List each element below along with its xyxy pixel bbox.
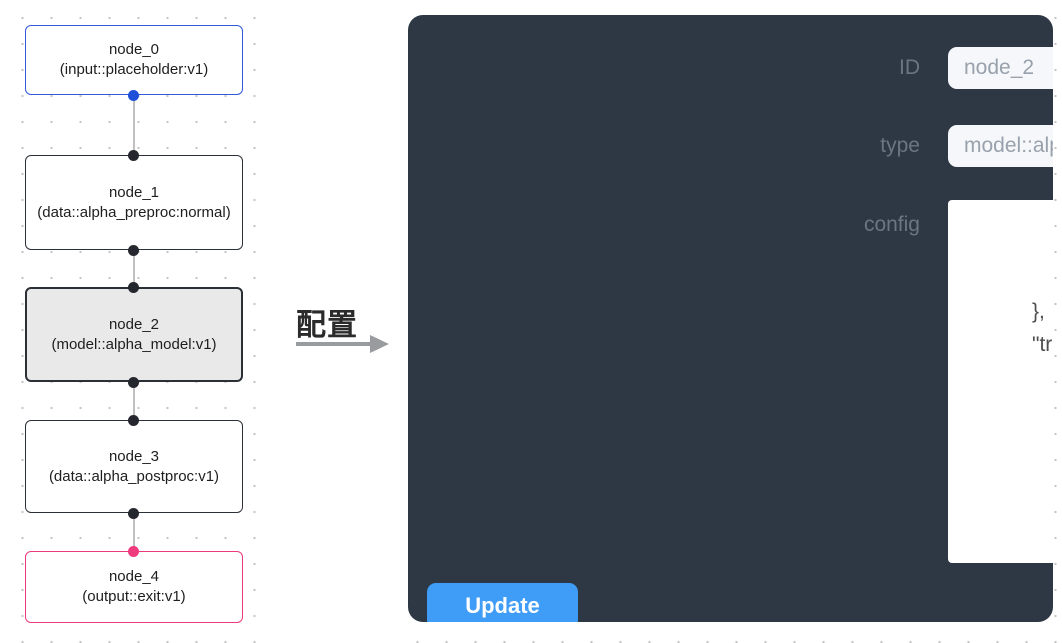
node-title: node_2 bbox=[108, 315, 160, 333]
id-input[interactable] bbox=[948, 47, 1053, 89]
node-port[interactable] bbox=[128, 377, 139, 388]
type-input[interactable] bbox=[948, 125, 1053, 167]
graph-node-model-selected[interactable]: node_2 (model::alpha_model:v1) bbox=[25, 287, 243, 382]
node-port[interactable] bbox=[128, 546, 139, 557]
graph-node-output[interactable]: node_4 (output::exit:v1) bbox=[25, 551, 243, 623]
edge-connector bbox=[133, 382, 135, 420]
node-subtitle: (input::placeholder:v1) bbox=[59, 61, 209, 78]
node-subtitle: (model::alpha_model:v1) bbox=[51, 335, 217, 353]
node-port[interactable] bbox=[128, 90, 139, 101]
node-title: node_4 bbox=[108, 568, 160, 585]
node-port[interactable] bbox=[128, 150, 139, 161]
configure-label: 配置 bbox=[296, 309, 358, 342]
node-subtitle: (data::alpha_postproc:v1) bbox=[48, 467, 220, 485]
edge-connector bbox=[133, 95, 135, 155]
graph-node-input[interactable]: node_0 (input::placeholder:v1) bbox=[25, 25, 243, 95]
node-port[interactable] bbox=[128, 508, 139, 519]
node-subtitle: (data::alpha_preproc:normal) bbox=[37, 203, 231, 221]
graph-node-preproc[interactable]: node_1 (data::alpha_preproc:normal) bbox=[25, 155, 243, 250]
node-port[interactable] bbox=[128, 282, 139, 293]
node-port[interactable] bbox=[128, 415, 139, 426]
graph-node-postproc[interactable]: node_3 (data::alpha_postproc:v1) bbox=[25, 420, 243, 513]
node-port[interactable] bbox=[128, 245, 139, 256]
node-title: node_1 bbox=[108, 183, 160, 201]
node-config-panel: ID type config "raw_action", "pred" ] },… bbox=[408, 15, 1053, 622]
config-textarea[interactable]: "raw_action", "pred" ] }, "trace": { "sc… bbox=[948, 200, 1053, 563]
node-title: node_3 bbox=[108, 447, 160, 465]
node-subtitle: (output::exit:v1) bbox=[82, 588, 186, 605]
id-field-label: ID bbox=[899, 56, 920, 79]
edge-connector bbox=[133, 250, 135, 287]
config-field-label: config bbox=[863, 213, 920, 236]
update-button[interactable]: Update bbox=[427, 583, 578, 622]
config-json-text[interactable]: "raw_action", "pred" ] }, "trace": { "sc… bbox=[1032, 300, 1053, 356]
edge-connector bbox=[133, 513, 135, 551]
right-arrow-icon bbox=[296, 335, 390, 353]
node-title: node_0 bbox=[108, 41, 160, 58]
type-field-label: type bbox=[880, 134, 920, 157]
